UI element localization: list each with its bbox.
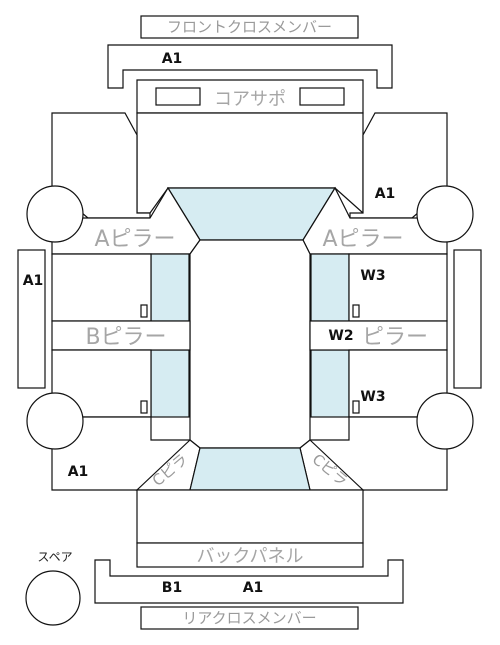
wheel-front-right[interactable] [416, 185, 474, 243]
right-side-sill[interactable] [453, 249, 482, 389]
right-front-door-glass[interactable] [310, 253, 350, 322]
wheel-front-left[interactable] [26, 185, 84, 243]
left-side-sill[interactable] [17, 249, 46, 389]
left-front-door-handle [140, 304, 148, 318]
right-front-door-grade: W3 [360, 268, 385, 284]
left-rear-door-glass[interactable] [150, 349, 190, 418]
rear-cross-member-label: リアクロスメンバー [182, 609, 316, 627]
left-front-door[interactable] [51, 253, 152, 322]
right-front-fender-grade: A1 [375, 186, 396, 202]
core-support-right-slot [299, 87, 345, 106]
b-pillar-right[interactable] [309, 320, 448, 351]
right-front-door[interactable] [348, 253, 448, 322]
front-cross-member-grade: A1 [162, 51, 183, 67]
trunk[interactable] [136, 489, 364, 544]
back-panel-label: バックパネル [196, 546, 303, 567]
b-pillar-left[interactable] [51, 320, 191, 351]
front-cross-member-label: フロントクロスメンバー [167, 18, 332, 36]
right-rear-door-glass[interactable] [310, 349, 350, 418]
rear-cross-member[interactable] [94, 559, 404, 604]
core-support-label: コアサポ [214, 89, 286, 110]
front-cross-member[interactable] [107, 44, 393, 89]
spare-label: スペア [37, 550, 72, 564]
front-cross-member-label-box[interactable] [140, 15, 359, 39]
a-pillar-left-label: Aピラー [94, 227, 175, 252]
left-front-door-glass[interactable] [150, 253, 190, 322]
right-front-door-handle [352, 304, 360, 318]
roof[interactable] [189, 239, 311, 449]
rear-window[interactable] [189, 447, 311, 491]
core-support-left-slot [155, 87, 201, 106]
a-pillar-right-label: Aピラー [322, 227, 403, 252]
right-rear-door-handle [352, 400, 360, 414]
right-rear-door-grade: W3 [360, 389, 385, 405]
wheel-rear-right[interactable] [416, 392, 474, 450]
left-rear-door-handle [140, 400, 148, 414]
wheel-rear-left[interactable] [26, 392, 84, 450]
left-side-grade: A1 [23, 273, 44, 289]
spare-tire[interactable] [25, 570, 81, 626]
rear-cross-member-grade-b: B1 [162, 580, 182, 596]
left-rear-quarter-grade: A1 [68, 464, 89, 480]
rear-cross-member-grade-a: A1 [243, 580, 264, 596]
rear-cross-member-label-box[interactable] [140, 606, 359, 630]
b-pillar-left-label: Bピラー [85, 325, 166, 350]
right-b-pillar-grade: W2 [328, 328, 353, 344]
back-panel[interactable] [136, 542, 364, 568]
b-pillar-right-label: ピラー [362, 325, 428, 350]
